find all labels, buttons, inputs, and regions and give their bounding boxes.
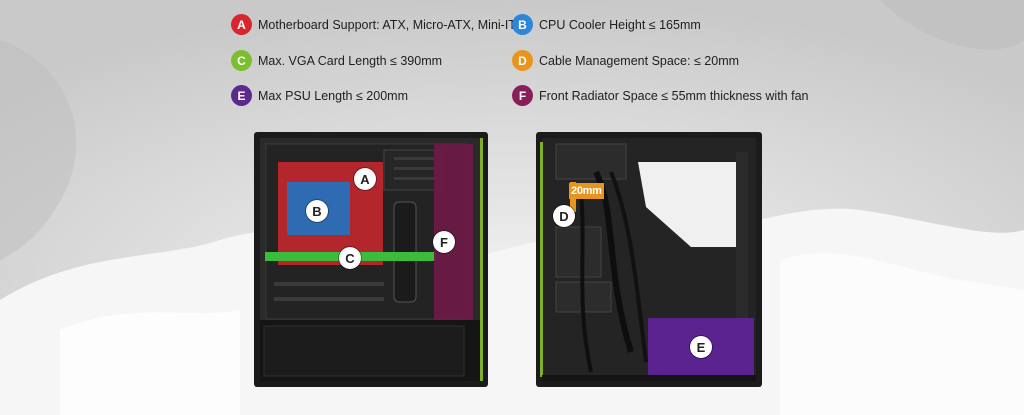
marker-e: E xyxy=(690,336,712,358)
cable-space-label: 20mm xyxy=(569,183,604,199)
marker-d: D xyxy=(553,205,575,227)
badge-c: C xyxy=(231,50,252,71)
spec-label-a: Motherboard Support: ATX, Micro-ATX, Min… xyxy=(258,17,525,32)
spec-cpu-cooler: B CPU Cooler Height ≤ 165mm xyxy=(512,14,701,35)
badge-e: E xyxy=(231,85,252,106)
badge-f: F xyxy=(512,85,533,106)
spec-label-b: CPU Cooler Height ≤ 165mm xyxy=(539,17,701,32)
spec-cable-management: D Cable Management Space: ≤ 20mm xyxy=(512,50,739,71)
marker-c: C xyxy=(339,247,361,269)
marker-f: F xyxy=(433,231,455,253)
spec-vga-length: C Max. VGA Card Length ≤ 390mm xyxy=(231,50,442,71)
badge-a: A xyxy=(231,14,252,35)
spec-label-c: Max. VGA Card Length ≤ 390mm xyxy=(258,53,443,68)
right-case-image xyxy=(536,132,762,387)
badge-b: B xyxy=(512,14,533,35)
spec-front-radiator: F Front Radiator Space ≤ 55mm thickness … xyxy=(512,85,808,106)
spec-psu-length: E Max PSU Length ≤ 200mm xyxy=(231,85,408,106)
marker-a: A xyxy=(354,168,376,190)
spec-label-d: Cable Management Space: ≤ 20mm xyxy=(539,53,740,68)
marker-b: B xyxy=(306,200,328,222)
spec-label-e: Max PSU Length ≤ 200mm xyxy=(258,88,408,103)
badge-d: D xyxy=(512,50,533,71)
spec-label-f: Front Radiator Space ≤ 55mm thickness wi… xyxy=(539,88,809,103)
spec-motherboard: A Motherboard Support: ATX, Micro-ATX, M… xyxy=(231,14,524,35)
